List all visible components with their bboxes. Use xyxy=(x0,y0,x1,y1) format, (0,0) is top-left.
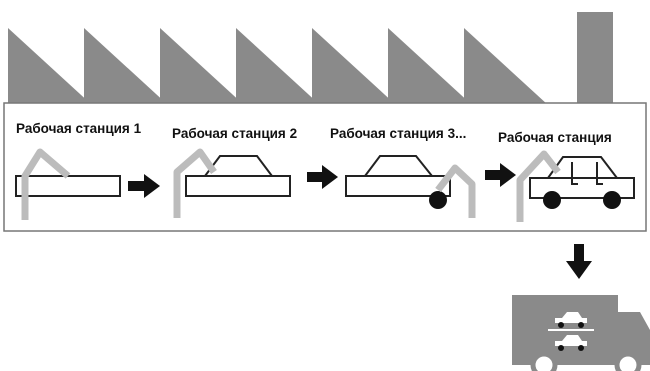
roof-tooth-6 xyxy=(388,28,472,105)
factory-chimney xyxy=(577,12,613,105)
station-1-label: Рабочая станция 1 xyxy=(16,121,142,136)
roof-tooth-4 xyxy=(236,28,320,105)
robot-arm-icon xyxy=(173,148,217,218)
station-4-label: Рабочая станция xyxy=(498,130,612,145)
body-shell xyxy=(203,155,274,177)
factory-roof-icon xyxy=(8,12,613,105)
right-arrow-icon xyxy=(307,165,338,189)
right-arrow-icon xyxy=(128,174,160,198)
station-3-label: Рабочая станция 3... xyxy=(330,126,466,141)
body-shell xyxy=(363,155,435,177)
roof-tooth-7 xyxy=(464,28,548,105)
wheel xyxy=(603,191,621,209)
wheel xyxy=(543,191,561,209)
robot-arm-icon xyxy=(516,150,561,222)
body-shell xyxy=(546,156,620,179)
truck-wheel xyxy=(530,351,558,371)
roof-tooth-2 xyxy=(84,28,168,105)
roof-tooth-3 xyxy=(160,28,244,105)
chassis xyxy=(185,175,291,197)
station-3 xyxy=(345,155,476,218)
truck-cab xyxy=(616,312,650,365)
roof-tooth-5 xyxy=(312,28,396,105)
loaded-car xyxy=(555,335,587,351)
station-2-label: Рабочая станция 2 xyxy=(172,126,297,141)
loaded-car xyxy=(555,312,587,328)
right-arrow-icon xyxy=(485,163,516,187)
robot-arm-icon xyxy=(435,164,476,218)
car-transporter-truck-icon xyxy=(512,295,650,371)
assembly-line-panel xyxy=(3,102,647,232)
chassis xyxy=(15,175,121,197)
down-arrow-icon xyxy=(566,244,592,279)
station-2 xyxy=(173,148,291,218)
station-1 xyxy=(15,148,121,220)
robot-arm-icon xyxy=(21,148,71,220)
door-lines xyxy=(571,162,603,185)
truck-wheel xyxy=(614,351,642,371)
wheel xyxy=(429,191,447,209)
station-4 xyxy=(516,150,635,222)
roof-tooth-1 xyxy=(8,28,92,105)
